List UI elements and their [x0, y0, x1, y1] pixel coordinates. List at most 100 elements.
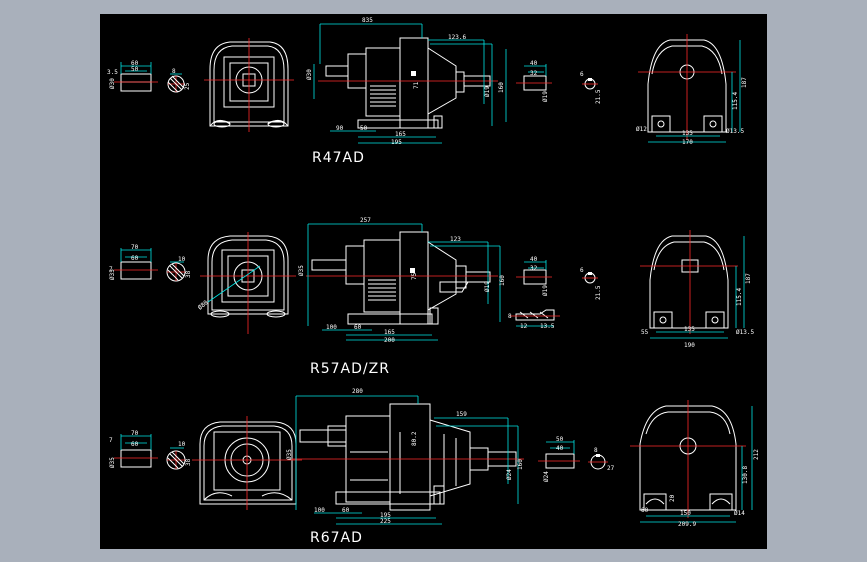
shaft-key-detail: 70 60 7 Ø35 10 38	[109, 244, 192, 282]
dim-label: Ø19	[484, 86, 491, 97]
dim-label: 115.4	[732, 92, 739, 110]
dim-label: Ø35	[298, 265, 305, 276]
dim-label: 170	[682, 139, 693, 146]
dim-label: 25	[184, 82, 191, 90]
dim-label: 160	[517, 459, 524, 470]
dim-label: Ø19	[542, 91, 549, 102]
dim-label: 60	[131, 255, 139, 262]
dim-label: 200	[384, 337, 395, 344]
front-view	[192, 416, 302, 510]
dim-label: 159	[456, 411, 467, 418]
output-key-detail: 40 32 Ø19 6 21.5 8 12 13.5	[508, 256, 602, 330]
dim-label: 8	[172, 68, 176, 75]
dim-label: 27	[607, 465, 615, 472]
dim-label: 150	[680, 510, 691, 517]
dim-label: Ø19	[484, 281, 491, 292]
dim-label: 6	[580, 267, 584, 274]
dim-label: 160	[498, 82, 505, 93]
dim-label: 13.5	[540, 323, 555, 330]
dim-label: 70	[131, 244, 139, 251]
dim-label: 71	[413, 81, 420, 89]
dim-label: 50	[360, 125, 368, 132]
dim-label: 130.8	[742, 466, 749, 484]
rear-view: 187 115.4 135 190 55 Ø13.5	[640, 230, 754, 349]
model-title: R47AD	[312, 150, 365, 166]
rear-view: 212 130.8 150 209.9 60 Ø14 20	[630, 400, 760, 528]
dim-label: 100	[326, 324, 337, 331]
model-title: R57AD/ZR	[310, 361, 390, 377]
dim-label: 280	[352, 388, 363, 395]
dim-label: 21.5	[595, 89, 602, 104]
dim-label: 60	[131, 60, 139, 67]
side-view: 835 123.6 Ø30 Ø19 160 71 90 50 165 195	[306, 17, 507, 146]
output-key-detail: 40 32 Ø19 6 21.5	[516, 60, 602, 104]
dim-label: 123	[450, 236, 461, 243]
dim-label: Ø30	[306, 69, 313, 80]
dim-label: 12	[520, 323, 528, 330]
side-view: 257 123 Ø35 Ø19 160 75 100 60 165 200	[298, 217, 506, 344]
dim-label: 90	[336, 125, 344, 132]
dim-label: 50	[131, 66, 139, 73]
model-row-r57adzr: 70 60 7 Ø35 10 38 Ø80	[109, 217, 754, 377]
model-row-r47ad: 60 50 3.5 Ø30 8 25	[107, 17, 748, 166]
dim-label: 10	[178, 441, 186, 448]
dim-label: 115.4	[736, 288, 743, 306]
dim-label: 8	[594, 447, 598, 454]
dim-label: Ø24	[543, 471, 550, 482]
dim-label: 835	[362, 17, 373, 24]
output-key-detail: 50 40 Ø24 8 27	[538, 436, 615, 482]
dim-label: 60	[131, 441, 139, 448]
dim-label: 50	[556, 436, 564, 443]
dim-label: Ø13.5	[726, 128, 744, 135]
dim-label: 38	[185, 270, 192, 278]
dim-label: 160	[499, 275, 506, 286]
model-title: R67AD	[310, 530, 363, 546]
dim-label: 60	[342, 507, 350, 514]
dim-label: Ø35	[109, 269, 116, 280]
dim-label: 3.5	[107, 69, 118, 76]
shaft-key-detail: 60 50 3.5 Ø30 8 25	[107, 60, 191, 93]
dim-label: 209.9	[678, 521, 696, 528]
dim-label: 55	[641, 329, 649, 336]
dim-label: 195	[380, 512, 391, 519]
dim-label: 21.5	[595, 285, 602, 300]
dim-label: 225	[380, 518, 391, 525]
dim-label: Ø30	[109, 78, 116, 89]
dim-label: 187	[741, 77, 748, 88]
dim-label: 7	[109, 266, 113, 273]
dim-label: 8	[508, 313, 512, 320]
dim-label: 195	[391, 139, 402, 146]
dim-label: 40	[530, 60, 538, 67]
dim-label: Ø12	[636, 126, 647, 133]
dim-label: 135	[682, 130, 693, 137]
dim-label: Ø35	[109, 457, 116, 468]
dim-label: Ø13.5	[736, 329, 754, 336]
rear-view: 187 115.4 135 170 Ø12 Ø13.5	[636, 34, 748, 146]
shaft-key-detail: 70 60 7 Ø35 10 38	[109, 430, 192, 470]
dim-label: 165	[395, 131, 406, 138]
dim-label: Ø19	[542, 285, 549, 296]
dim-label: 40	[556, 445, 564, 452]
dim-label: 70	[131, 430, 139, 437]
cad-drawing: 60 50 3.5 Ø30 8 25	[107, 17, 760, 546]
dim-label: 123.6	[448, 34, 466, 41]
dim-label: 20	[669, 494, 676, 502]
dim-label: 80.2	[411, 431, 418, 446]
dim-label: 135	[684, 326, 695, 333]
dim-label: 75	[411, 272, 418, 280]
front-view	[204, 38, 294, 132]
dim-label: Ø24	[506, 469, 513, 480]
drawing-sheet: 60 50 3.5 Ø30 8 25	[100, 14, 767, 549]
dim-label: 10	[178, 256, 186, 263]
dim-label: 190	[684, 342, 695, 349]
dim-label: 6	[580, 71, 584, 78]
dim-label: 257	[360, 217, 371, 224]
dim-label: 212	[753, 449, 760, 460]
front-view: Ø80	[197, 232, 296, 334]
dim-label: 32	[530, 265, 538, 272]
dim-label: Ø35	[286, 449, 293, 460]
dim-label: 100	[314, 507, 325, 514]
dim-label: Ø14	[734, 510, 745, 517]
dim-label: 38	[185, 458, 192, 466]
dim-label: 7	[109, 437, 113, 444]
